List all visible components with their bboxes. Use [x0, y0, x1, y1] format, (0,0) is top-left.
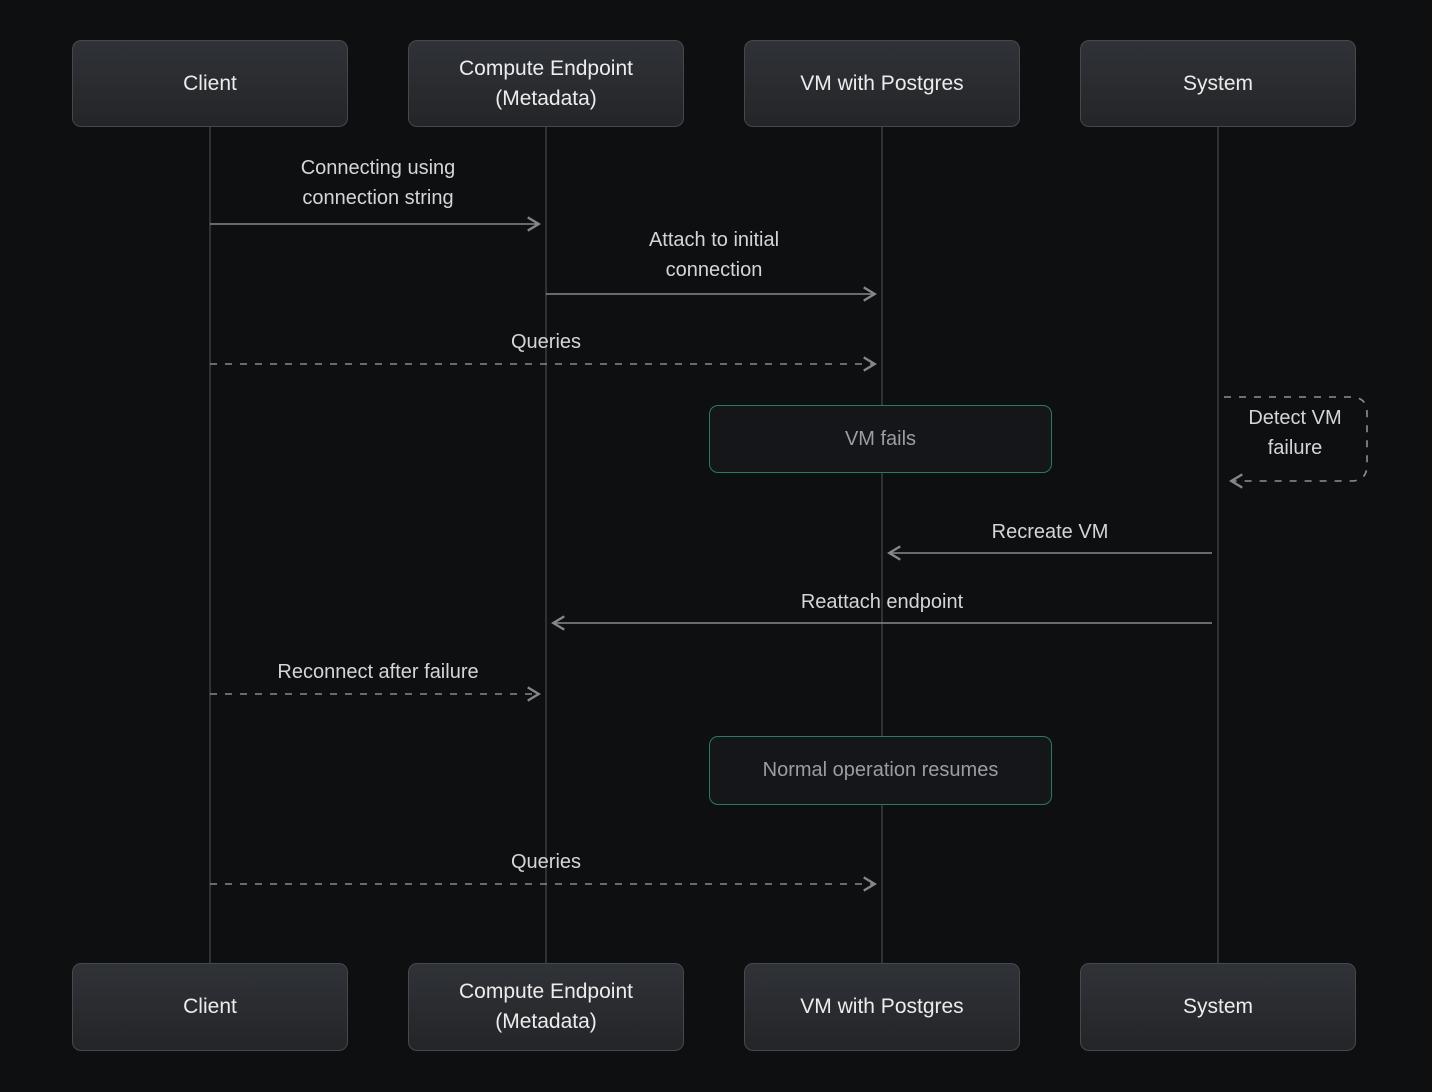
message-label-reattach-endpoint: Reattach endpoint — [800, 591, 964, 613]
actor-bottom-system: System — [1080, 963, 1356, 1051]
message-label-queries-2: Queries — [510, 851, 582, 873]
actor-top-vm-postgres: VM with Postgres — [744, 40, 1020, 127]
message-label-connecting-using-connection-string: Connecting using connection string — [300, 157, 456, 209]
message-label-queries-1: Queries — [510, 331, 582, 353]
actor-bottom-compute-endpoint: Compute Endpoint (Metadata) — [408, 963, 684, 1051]
message-label-recreate-vm: Recreate VM — [991, 521, 1109, 543]
actor-top-system: System — [1080, 40, 1356, 127]
message-label-attach-to-initial-connection: Attach to initial connection — [648, 229, 780, 281]
actor-bottom-vm-postgres: VM with Postgres — [744, 963, 1020, 1051]
note-normal-operation-resumes: Normal operation resumes — [709, 736, 1052, 805]
note-vm-fails: VM fails — [709, 405, 1052, 473]
actor-bottom-client: Client — [72, 963, 348, 1051]
actor-top-compute-endpoint: Compute Endpoint (Metadata) — [408, 40, 684, 127]
message-label-reconnect-after-failure: Reconnect after failure — [277, 661, 479, 683]
actor-top-client: Client — [72, 40, 348, 127]
self-message-label-detect-vm-failure: Detect VM failure — [1248, 407, 1342, 459]
